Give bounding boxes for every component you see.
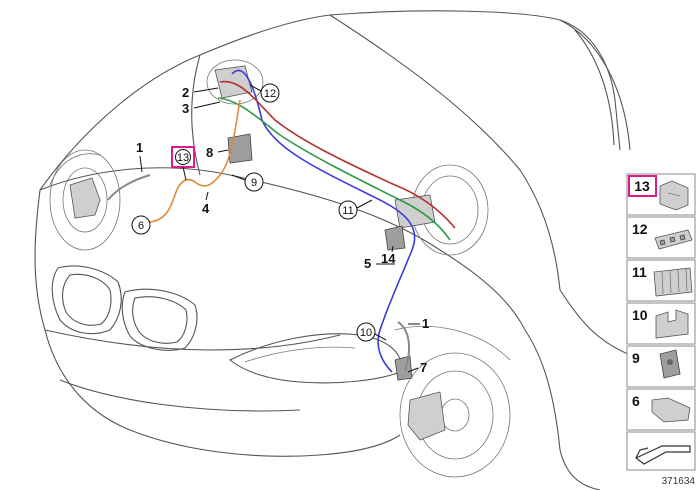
- callout-10: 10: [360, 327, 372, 339]
- callout-5: 5: [364, 256, 371, 271]
- orange-brake-line: [149, 99, 241, 223]
- panel-label-6: 6: [632, 393, 640, 409]
- callout-12-circle: [260, 83, 280, 103]
- grey-flex-hose: [107, 174, 151, 201]
- leader-13: [182, 166, 187, 181]
- callout-11: 11: [342, 205, 353, 217]
- callout-7: 7: [420, 360, 427, 375]
- callout-11-circle: [338, 200, 358, 220]
- leader-2: [193, 87, 219, 93]
- car-outline: [34, 10, 631, 490]
- diagram-number: 371634: [662, 476, 696, 487]
- panel-label-12: 12: [632, 221, 648, 237]
- callout-6-circle: [131, 215, 151, 235]
- callout-10-circle: [356, 322, 376, 342]
- green-brake-line: [217, 97, 451, 241]
- clip-10-icon: [655, 309, 689, 339]
- direction-arrow-icon: [634, 445, 691, 465]
- panel-label-13: 13: [634, 178, 650, 194]
- callout-8: 8: [206, 145, 213, 160]
- callout-9-circle: [244, 172, 264, 192]
- leader-3: [193, 101, 221, 109]
- brake-lines: [107, 69, 456, 373]
- callout-13: 13: [177, 152, 189, 164]
- grey-flex-hose-right: [397, 321, 411, 371]
- leader-11: [356, 199, 373, 209]
- red-brake-line: [219, 80, 456, 229]
- panel-label-11: 11: [632, 264, 647, 280]
- callout-12: 12: [264, 88, 276, 100]
- leader-14: [391, 245, 394, 253]
- parts-panel: 13 12 11 10 9 6 371634: [626, 173, 696, 487]
- callout-1-left: 1: [136, 140, 143, 155]
- leader-8: [217, 149, 229, 153]
- leader-12: [249, 84, 262, 92]
- panel-cell-9: [626, 345, 696, 388]
- leader-4: [205, 191, 209, 201]
- callout-3: 3: [182, 101, 189, 116]
- callout-9: 9: [251, 177, 257, 189]
- callout-4: 4: [202, 201, 210, 216]
- leader-1-left: [139, 155, 143, 173]
- panel-label-9: 9: [632, 350, 640, 366]
- panel-13-highlight-box: [628, 175, 657, 197]
- callout-1-right: 1: [422, 316, 429, 331]
- panel-label-10: 10: [632, 307, 648, 323]
- callout-14-visible: 14: [381, 251, 396, 266]
- clip-13-icon: [659, 180, 689, 211]
- callout-6: 6: [138, 220, 144, 232]
- leader-10: [374, 333, 387, 341]
- callout-2: 2: [182, 85, 189, 100]
- leader-9: [231, 174, 246, 181]
- clip-11-icon: [653, 267, 693, 297]
- blue-brake-line: [231, 69, 416, 373]
- callout-13-circle: [175, 149, 191, 165]
- bracket-6-icon: [651, 397, 691, 423]
- leader-7: [407, 367, 419, 373]
- callouts: 1 2 3 4 5 6 7 8 9 10 1 11: [131, 83, 429, 375]
